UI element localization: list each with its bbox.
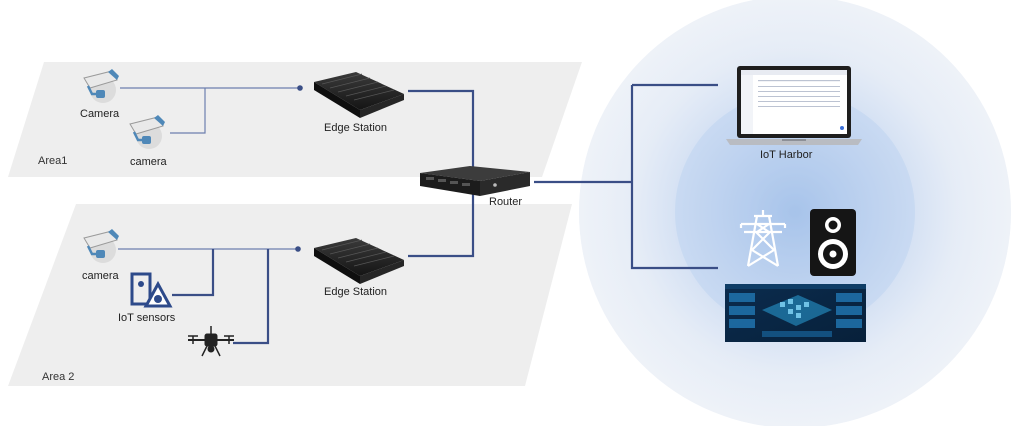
camera-1-icon	[83, 69, 119, 103]
edge-station-2-label: Edge Station	[324, 286, 387, 298]
dashboard-screen	[725, 284, 866, 342]
iot-harbor-label: IoT Harbor	[760, 149, 813, 161]
trunk-links	[172, 83, 718, 345]
camera-2-icon	[129, 115, 165, 149]
area-2-panel	[8, 204, 572, 386]
area-2-junction-dot	[295, 246, 301, 252]
area-1-junction-dot	[297, 85, 303, 91]
camera-2-label: camera	[130, 156, 167, 168]
area-1-thin-links	[120, 87, 300, 134]
router-label: Router	[489, 196, 523, 208]
area-1-label: Area1	[38, 155, 68, 167]
edge-station-1-label: Edge Station	[324, 122, 387, 134]
edge-station-1-device	[314, 72, 404, 118]
camera-1-label: Camera	[80, 108, 120, 120]
edge-station-2-device	[314, 238, 404, 284]
iot-sensors-label: IoT sensors	[118, 312, 176, 324]
laptop-icon	[726, 66, 862, 145]
camera-3-label: camera	[82, 270, 119, 282]
router-device	[420, 166, 530, 196]
camera-3-icon	[83, 229, 119, 263]
drone-icon	[188, 326, 234, 357]
cloud-halo	[579, 0, 1011, 426]
power-tower-icon	[739, 210, 787, 267]
area-2-label: Area 2	[42, 371, 75, 383]
speaker-icon	[810, 209, 856, 276]
iot-sensors-icon	[130, 272, 173, 308]
